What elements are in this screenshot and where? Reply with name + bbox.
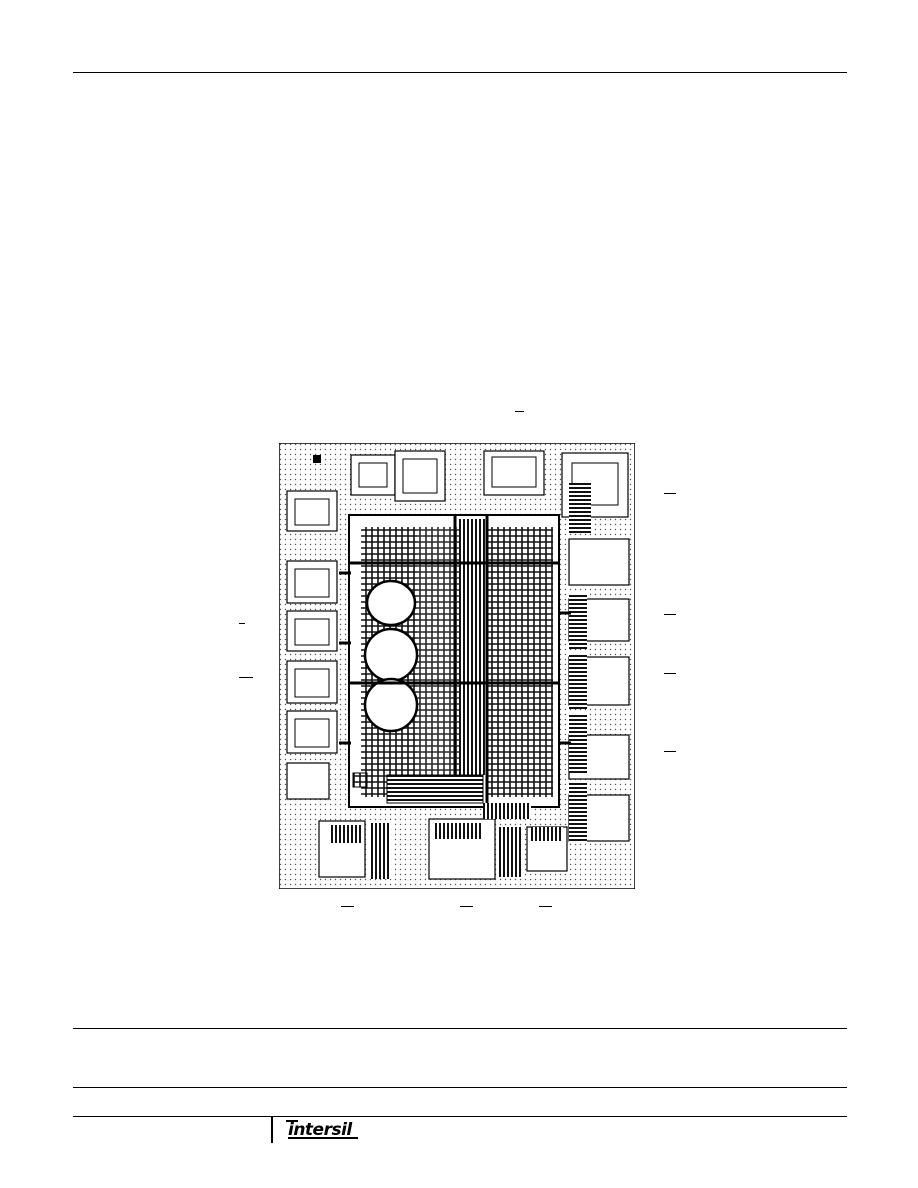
svg-text:intersil: intersil: [288, 1120, 353, 1140]
header-rule: [73, 72, 847, 73]
pin-label-overbar-right-2: [664, 614, 676, 615]
pin-label-overbar-right-3: [664, 673, 676, 674]
pin-label-overbar-left-1: [239, 623, 245, 624]
pin-label-overbar-bottom-3: [539, 906, 552, 907]
pin-label-overbar-top: [515, 411, 524, 412]
section-rule-1: [73, 1028, 847, 1029]
pin-label-overbar-right-4: [664, 751, 676, 752]
pin-label-overbar-right-1: [664, 493, 676, 494]
die-micrograph: [279, 443, 635, 889]
intersil-logo: intersil: [286, 1120, 358, 1140]
pin-label-overbar-bottom-2: [460, 906, 473, 907]
section-rule-2: [73, 1087, 847, 1088]
pin-label-overbar-bottom-1: [341, 906, 354, 907]
footer-rule: [73, 1116, 847, 1117]
pin-label-overbar-left-2: [239, 677, 253, 678]
footer-divider: [271, 1117, 273, 1143]
